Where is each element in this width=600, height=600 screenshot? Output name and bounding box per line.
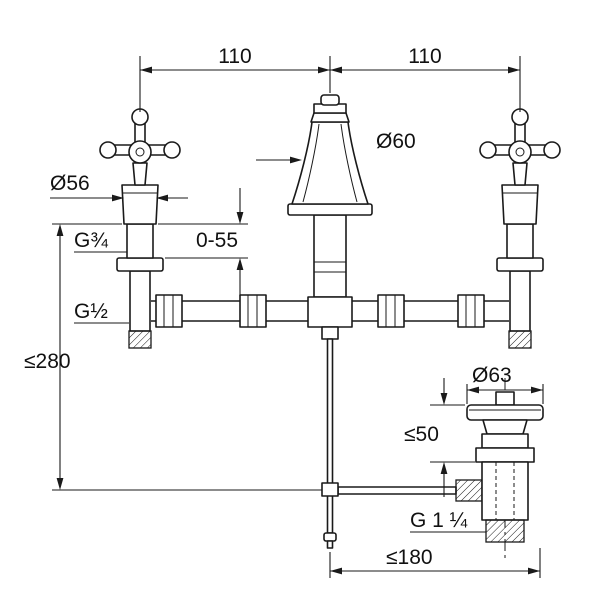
rod-stub — [321, 326, 339, 340]
spout-cap-base — [310, 112, 350, 123]
left-upper-body — [121, 184, 159, 225]
dim-mounting-range-label: 0-55 — [196, 229, 238, 252]
left-handle — [99, 108, 181, 349]
waste-clamp-ring — [475, 447, 535, 463]
dia-handle-label: Ø56 — [50, 172, 90, 195]
waste-main-body — [481, 461, 529, 521]
spout-column — [313, 214, 347, 298]
right-threaded-tailpiece — [508, 330, 532, 349]
tee-body — [307, 296, 353, 328]
spout-cap-top — [320, 94, 340, 106]
dim-rod-reach: ≤180 — [329, 546, 541, 578]
dim-max-height: ≤280 — [24, 223, 322, 491]
spout-bell — [291, 121, 369, 205]
waste-flange — [466, 404, 544, 421]
dim-mounting-range: 0-55 — [158, 188, 248, 296]
rod-clamp — [321, 482, 339, 497]
thread-side-label: G½ — [74, 300, 108, 323]
dia-waste-label: Ø63 — [472, 364, 512, 387]
pipe-fittings — [155, 294, 485, 328]
right-handle — [479, 108, 561, 349]
union-nut — [457, 294, 485, 328]
right-handle-pipe — [509, 270, 531, 332]
rod-knob — [323, 532, 337, 542]
pop-up-rod — [326, 338, 334, 534]
right-handle-neck — [512, 162, 528, 186]
left-handle-neck — [132, 162, 148, 186]
linkage-rod — [337, 486, 457, 495]
rod-tip — [326, 540, 334, 549]
dim-waste-diameter: Ø63 — [466, 364, 544, 404]
label-thread-side: G½ — [74, 300, 129, 324]
waste-thread — [485, 519, 525, 543]
right-lower-body — [506, 223, 534, 259]
label-thread-waste: G 1 ¼ — [410, 509, 486, 533]
waste-neck — [482, 419, 528, 435]
dia-spout-label: Ø60 — [376, 130, 416, 153]
dim-waste-mounting-label: ≤50 — [404, 423, 439, 446]
waste-assembly — [466, 378, 544, 560]
dim-rod-reach-label: ≤180 — [386, 546, 433, 569]
left-lower-body — [126, 223, 154, 259]
left-threaded-tailpiece — [128, 330, 152, 349]
union-nut — [239, 294, 267, 328]
cross-handle-left — [99, 108, 181, 164]
dim-spacing-right-label: 110 — [408, 45, 441, 68]
label-thread-handle: G¾ — [74, 229, 127, 253]
thread-waste-label: G 1 ¼ — [410, 509, 468, 532]
thread-handle-label: G¾ — [74, 229, 108, 252]
left-escutcheon-flange — [116, 257, 164, 272]
right-escutcheon-flange — [496, 257, 544, 272]
waste-upper-body — [481, 433, 529, 449]
union-nut — [377, 294, 405, 328]
dim-handle-diameter: Ø56 — [50, 172, 188, 202]
dim-waste-mounting: ≤50 — [404, 378, 475, 497]
dim-spacing-left-label: 110 — [218, 45, 251, 68]
linkage-boss — [455, 479, 483, 502]
cross-handle-right — [479, 108, 561, 164]
right-upper-body — [501, 184, 539, 225]
left-handle-pipe — [129, 270, 151, 332]
spout-base-plate — [287, 203, 373, 216]
union-nut — [155, 294, 183, 328]
dim-spout-diameter: Ø60 — [256, 130, 416, 164]
dim-max-height-label: ≤280 — [24, 350, 71, 373]
center-spout — [287, 94, 373, 328]
dim-spacing: 110 110 — [139, 45, 521, 112]
waste-stem — [495, 391, 515, 406]
